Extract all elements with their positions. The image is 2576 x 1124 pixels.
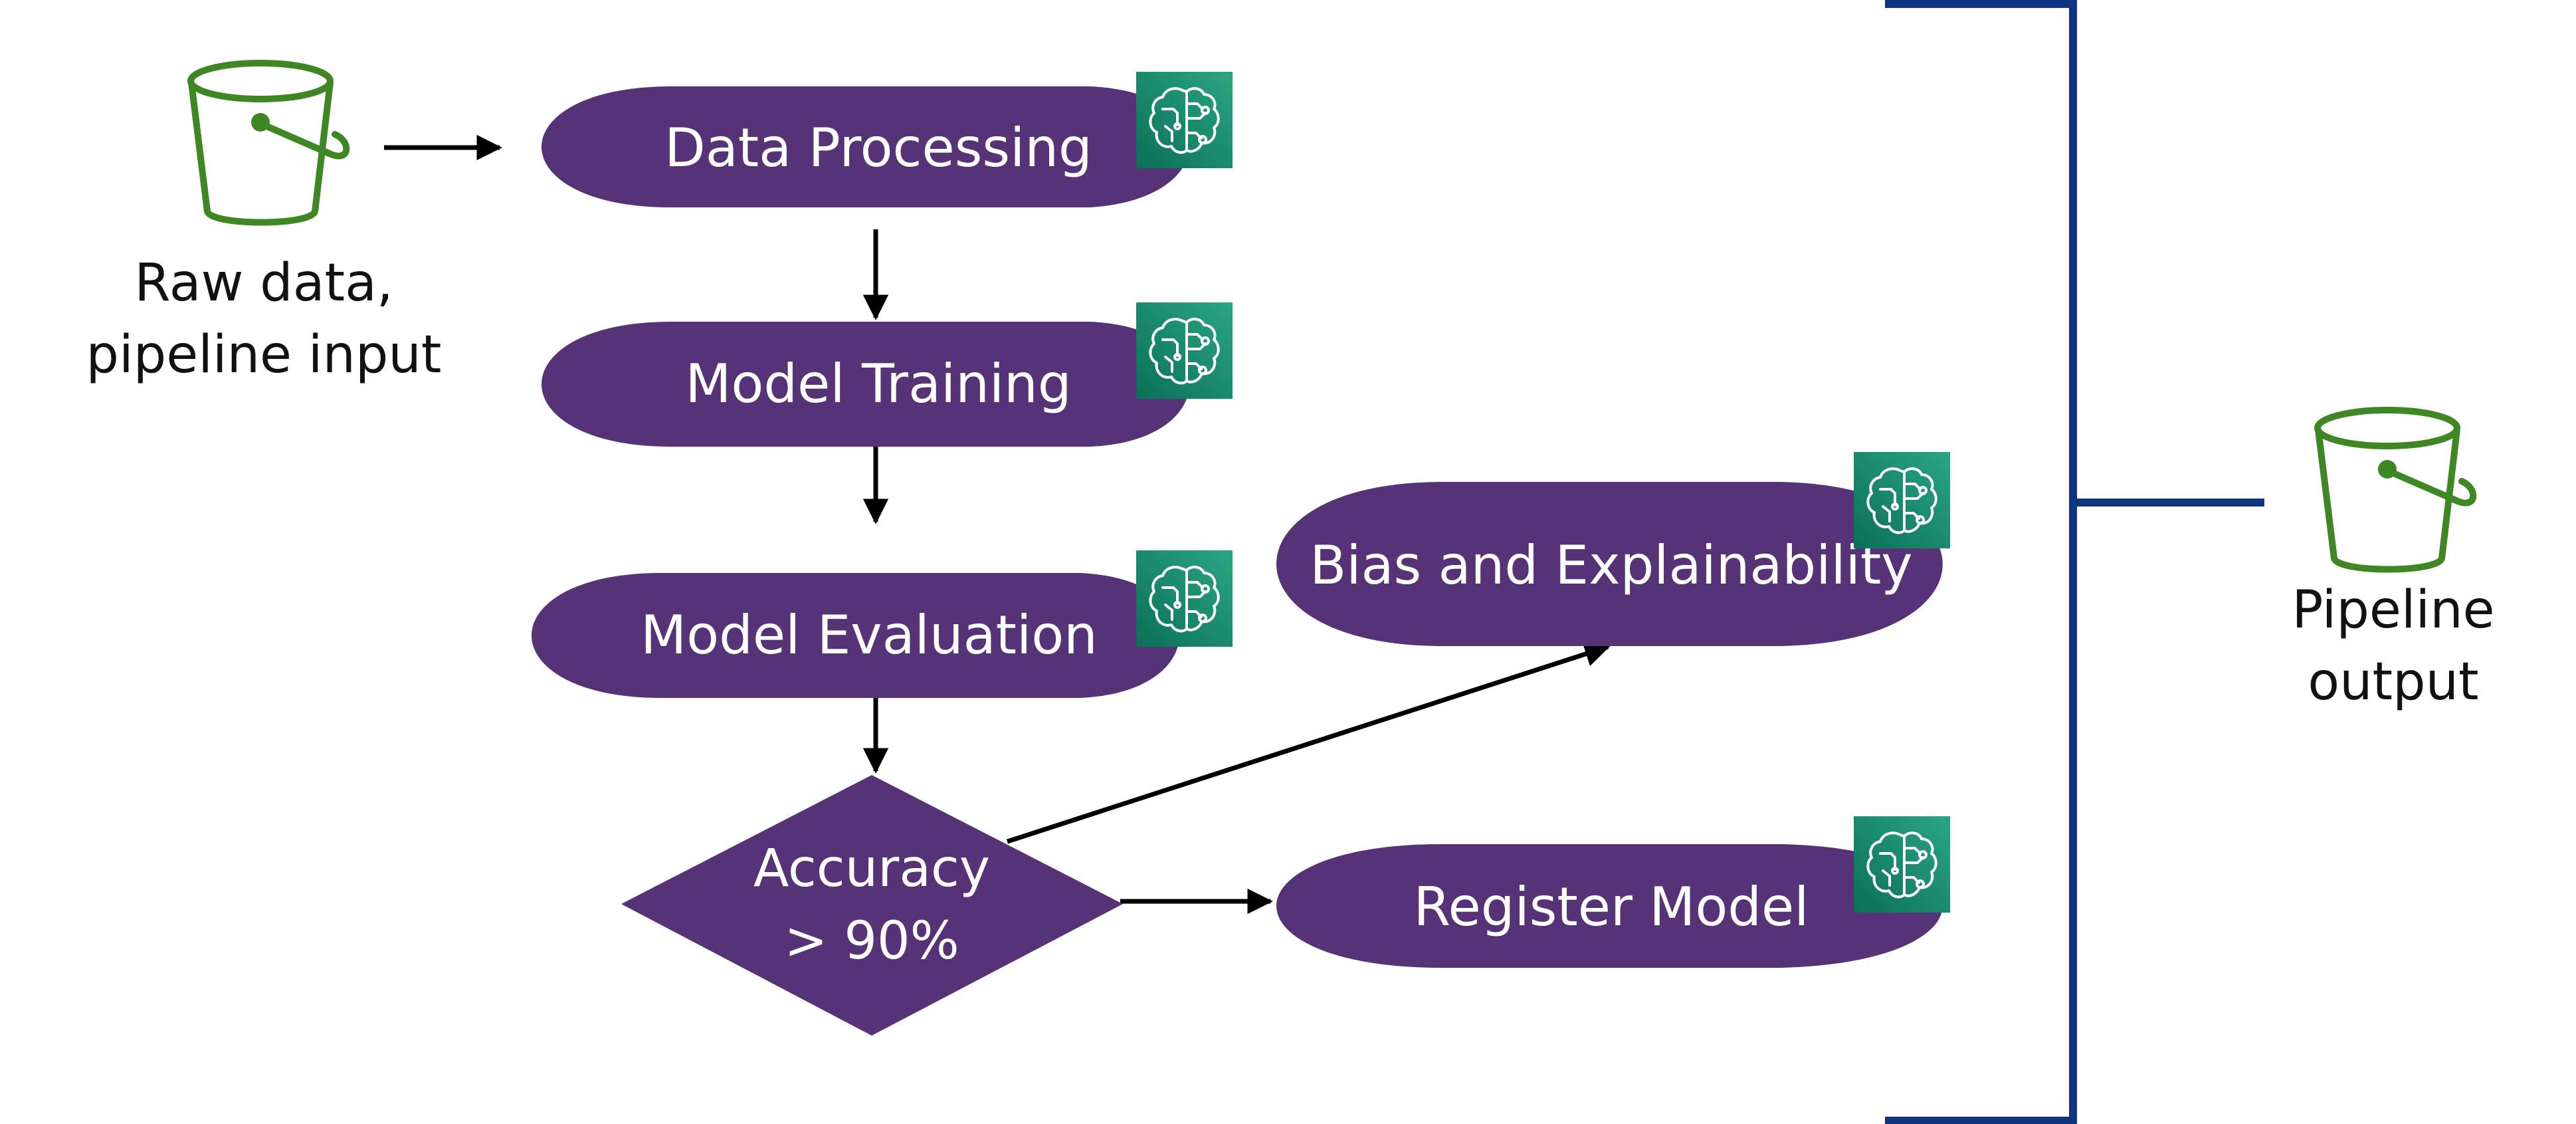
connectors bbox=[384, 134, 1611, 915]
sagemaker-brain-icon bbox=[1852, 451, 1951, 550]
step-model-evaluation[interactable]: Model Evaluation bbox=[532, 549, 1234, 698]
condition-accuracy[interactable]: Accuracy > 90% bbox=[621, 775, 1123, 1036]
input-label-line1: Raw data, bbox=[134, 253, 393, 313]
step-bias-explainability[interactable]: Bias and Explainability bbox=[1276, 451, 1951, 646]
step-register-model-label: Register Model bbox=[1414, 876, 1809, 938]
step-register-model[interactable]: Register Model bbox=[1276, 815, 1951, 968]
sagemaker-brain-icon bbox=[1135, 301, 1234, 400]
step-bias-explainability-label: Bias and Explainability bbox=[1310, 534, 1912, 596]
sagemaker-brain-icon bbox=[1135, 70, 1234, 169]
output-label-line1: Pipeline bbox=[2292, 580, 2494, 640]
output-label-line2: output bbox=[2308, 652, 2478, 712]
input-label-line2: pipeline input bbox=[86, 325, 442, 385]
output-bracket bbox=[1885, 0, 2264, 1124]
condition-line1: Accuracy bbox=[753, 839, 990, 899]
sagemaker-brain-icon bbox=[1852, 815, 1951, 914]
step-data-processing[interactable]: Data Processing bbox=[542, 70, 1234, 207]
sagemaker-brain-icon bbox=[1135, 549, 1234, 648]
arrow-condition-to-bias bbox=[1006, 641, 1611, 844]
step-model-training[interactable]: Model Training bbox=[542, 301, 1234, 447]
condition-line2: > 90% bbox=[784, 911, 959, 971]
step-model-evaluation-label: Model Evaluation bbox=[641, 604, 1098, 666]
output-bucket-icon bbox=[2318, 410, 2473, 570]
step-model-training-label: Model Training bbox=[685, 353, 1071, 415]
input-bucket-icon bbox=[191, 63, 346, 223]
step-data-processing-label: Data Processing bbox=[664, 117, 1092, 179]
